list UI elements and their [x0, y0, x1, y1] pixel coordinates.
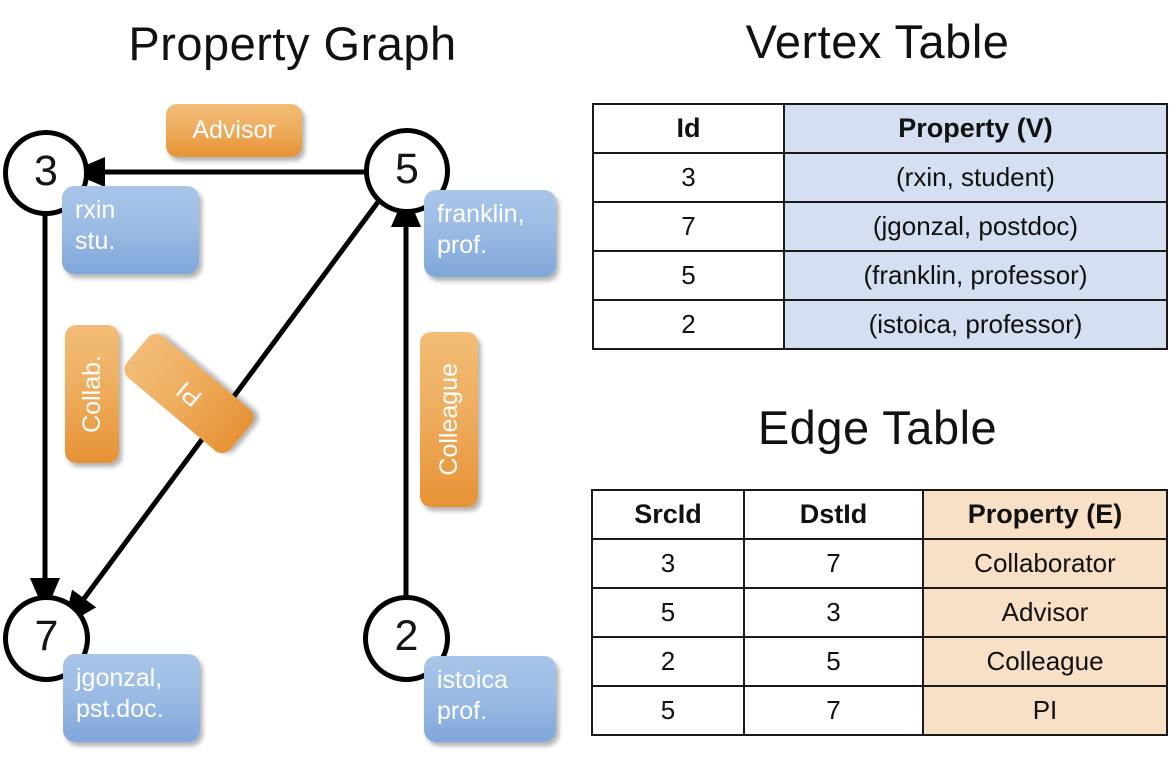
node-property-box-7: jgonzal, pst.doc. — [63, 654, 200, 742]
edge-row-1-property: Advisor — [922, 587, 1168, 638]
node-property-box-3: rxin stu. — [62, 186, 199, 274]
edge-table-header-row: SrcId DstId Property (E) — [591, 489, 1168, 540]
edge-label-pi-text: PI — [170, 375, 207, 413]
node-property-2-line2: prof. — [437, 696, 488, 725]
vertex-row-1-id: 7 — [592, 201, 785, 252]
edge-row-3-dst: 7 — [743, 685, 924, 736]
table-row: 2 5 Colleague — [591, 636, 1168, 687]
edge-row-0-property: Collaborator — [922, 538, 1168, 589]
edge-label-collaborator: Collab. — [65, 325, 119, 463]
node-property-3-line1: rxin — [75, 196, 116, 224]
page-title-vertex-table: Vertex Table — [745, 15, 1010, 68]
graph-node-5-label: 5 — [395, 144, 419, 193]
node-property-7-line2: pst.doc. — [76, 694, 164, 723]
edge-row-1-src: 5 — [591, 587, 745, 638]
edge-label-collaborator-text: Collab. — [77, 355, 106, 433]
node-property-box-2: istoica prof. — [424, 656, 556, 742]
page-title-edge-table: Edge Table — [757, 401, 998, 454]
edge-table-header-srcid: SrcId — [591, 489, 745, 540]
vertex-row-3-property: (istoica, professor) — [783, 299, 1168, 350]
vertex-table-header-row: Id Property (V) — [592, 103, 1168, 154]
graph-node-3-label: 3 — [34, 146, 58, 195]
vertex-row-2-property: (franklin, professor) — [783, 250, 1168, 301]
edge-row-2-src: 2 — [591, 636, 745, 687]
edge-row-0-dst: 7 — [743, 538, 924, 589]
property-graph-diagram: 3 5 7 2 rxin stu. franklin, prof. jgonza… — [3, 104, 556, 742]
edge-row-3-src: 5 — [591, 685, 745, 736]
vertex-table-header-property: Property (V) — [783, 103, 1168, 154]
edge-label-advisor-text: Advisor — [192, 116, 276, 144]
graph-node-7-label: 7 — [34, 612, 59, 660]
node-property-box-5: franklin, prof. — [424, 190, 556, 277]
table-row: 7 (jgonzal, postdoc) — [592, 201, 1168, 252]
table-row: 3 7 Collaborator — [591, 538, 1168, 589]
graph-node-2[interactable]: 2 — [363, 595, 450, 682]
vertex-row-1-property: (jgonzal, postdoc) — [783, 201, 1168, 252]
edge-row-3-property: PI — [922, 685, 1168, 736]
graph-node-2-label: 2 — [394, 612, 419, 660]
node-property-5-line2: prof. — [437, 230, 488, 259]
edge-label-advisor: Advisor — [166, 104, 302, 157]
vertex-table-header-id: Id — [592, 103, 785, 154]
edge-label-colleague-text: Colleague — [434, 363, 463, 476]
edge-label-colleague: Colleague — [420, 332, 478, 507]
edge-table-header-dstid: DstId — [743, 489, 924, 540]
edge-table-header-property: Property (E) — [922, 489, 1168, 540]
edge-row-1-dst: 3 — [743, 587, 924, 638]
vertex-table: Id Property (V) 3 (rxin, student) 7 (jgo… — [592, 103, 1168, 350]
page-title-property-graph: Property Graph — [128, 17, 457, 70]
vertex-row-0-property: (rxin, student) — [783, 152, 1168, 203]
edge-table: SrcId DstId Property (E) 3 7 Collaborato… — [591, 489, 1168, 736]
table-row: 5 3 Advisor — [591, 587, 1168, 638]
node-property-5-line1: franklin, — [437, 200, 525, 228]
vertex-row-2-id: 5 — [592, 250, 785, 301]
table-row: 2 (istoica, professor) — [592, 299, 1168, 350]
node-property-3-line2: stu. — [75, 226, 116, 255]
table-row: 5 (franklin, professor) — [592, 250, 1168, 301]
edge-row-0-src: 3 — [591, 538, 745, 589]
vertex-row-3-id: 2 — [592, 299, 785, 350]
edge-row-2-dst: 5 — [743, 636, 924, 687]
table-row: 5 7 PI — [591, 685, 1168, 736]
graph-node-5[interactable]: 5 — [364, 128, 450, 214]
node-property-2-line1: istoica — [437, 666, 508, 694]
table-row: 3 (rxin, student) — [592, 152, 1168, 203]
vertex-row-0-id: 3 — [592, 152, 785, 203]
edge-row-2-property: Colleague — [922, 636, 1168, 687]
node-property-7-line1: jgonzal, — [76, 664, 163, 692]
